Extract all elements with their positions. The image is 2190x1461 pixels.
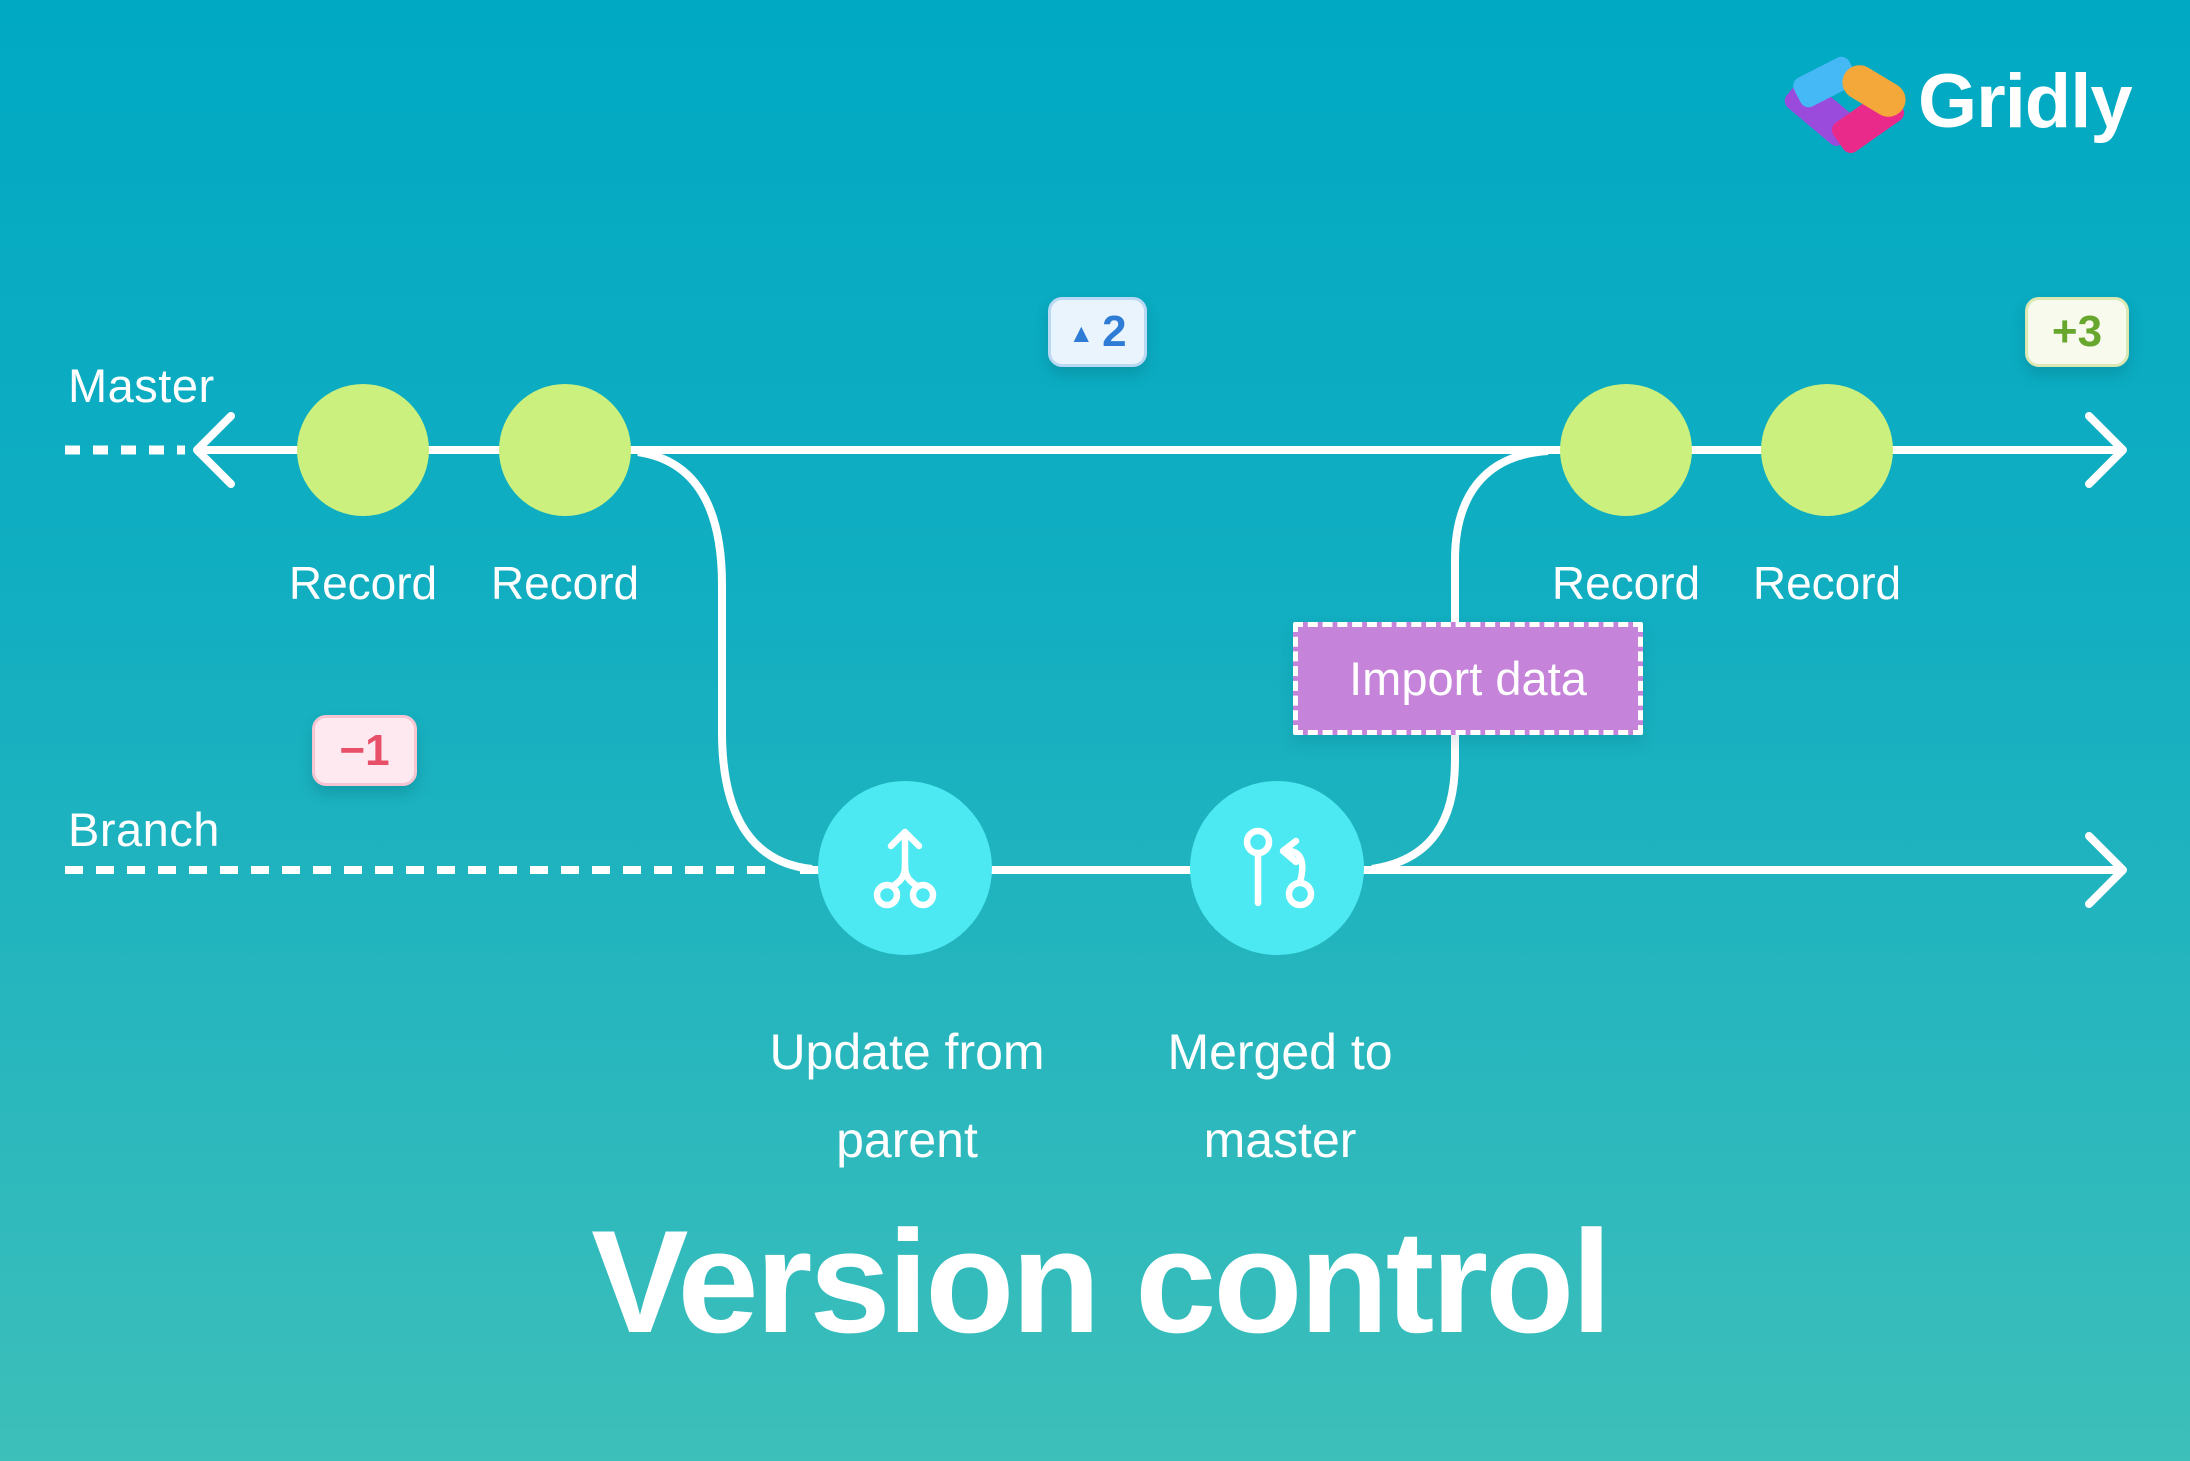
master-lane-label: Master	[68, 359, 215, 412]
record-node-2	[499, 384, 631, 516]
deleted-count-badge: −1	[312, 715, 417, 786]
record-label-1: Record	[288, 557, 438, 609]
merged-to-master-node	[1190, 781, 1364, 955]
update-from-parent-line2: parent	[836, 1112, 978, 1168]
page-title: Version control	[591, 1200, 1612, 1363]
merged-to-master-label: Merged to master	[1167, 1008, 1392, 1184]
git-branch-merge-icon	[873, 828, 937, 909]
gridly-wordmark: Gridly	[1918, 59, 2133, 144]
fork-curve	[637, 448, 813, 873]
branch-lane-label: Branch	[68, 803, 220, 856]
record-label-2: Record	[490, 557, 640, 609]
added-count-badge: +3	[2025, 297, 2129, 367]
merged-to-master-line1: Merged to	[1167, 1024, 1393, 1080]
master-left-arrow-icon	[193, 412, 235, 488]
modified-count-badge: ▲ 2	[1048, 297, 1147, 367]
update-from-parent-label: Update from parent	[769, 1008, 1044, 1184]
import-data-label: Import data	[1349, 652, 1587, 705]
merge-curve	[1371, 447, 1549, 873]
deleted-count-value: −1	[339, 725, 390, 775]
delta-up-icon: ▲	[1068, 318, 1095, 348]
branch-right-arrow-icon	[2085, 832, 2127, 908]
record-label-3: Record	[1551, 557, 1701, 609]
git-pull-request-icon	[1243, 827, 1315, 909]
record-node-1	[297, 384, 429, 516]
merged-to-master-line2: master	[1203, 1112, 1357, 1168]
record-node-3	[1560, 384, 1692, 516]
gridly-logo: Gridly	[1780, 52, 2140, 157]
gridly-logo-icon	[1780, 52, 1912, 157]
update-from-parent-line1: Update from	[769, 1024, 1045, 1080]
import-data-box: Import data	[1293, 622, 1643, 735]
record-node-4	[1761, 384, 1893, 516]
modified-count-value: 2	[1102, 307, 1127, 356]
added-count-value: +3	[2051, 307, 2103, 356]
record-label-4: Record	[1752, 557, 1902, 609]
master-right-arrow-icon	[2085, 412, 2127, 488]
